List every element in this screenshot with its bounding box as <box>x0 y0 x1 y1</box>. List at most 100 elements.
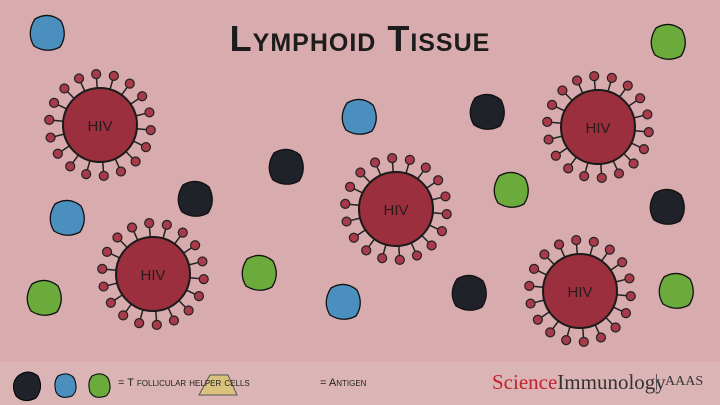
virus-spike <box>369 157 381 168</box>
legend-cells-label: = T follicular helper cells <box>118 377 250 389</box>
virus-spike <box>436 226 448 237</box>
virus-spike <box>137 91 148 102</box>
virus-spike <box>112 232 123 243</box>
hiv-virus: HIV <box>97 218 209 330</box>
legend-black-cell <box>12 371 42 402</box>
virus-spike <box>553 239 565 250</box>
virus-spike <box>145 124 156 136</box>
virus-spike <box>563 163 574 174</box>
virus-spike <box>340 198 351 210</box>
green-t-cell <box>26 279 62 316</box>
virus-spike <box>177 227 188 238</box>
page-title: Lymphoid Tissue <box>229 18 491 59</box>
virus-spike <box>65 161 76 172</box>
virus-spike <box>341 216 352 227</box>
virus-spike <box>44 114 55 126</box>
virus-spike <box>404 154 415 166</box>
virus-spike <box>105 297 116 308</box>
virus-spike <box>426 240 437 251</box>
virus-spike <box>108 70 119 82</box>
virus-spike <box>595 332 607 343</box>
virus-spike <box>542 116 553 128</box>
logo-immunology: Immunology <box>557 370 666 394</box>
hiv-label: HIV <box>87 118 112 135</box>
hiv-label: HIV <box>585 120 610 137</box>
virus-spike <box>144 218 155 229</box>
virus-spike <box>45 132 56 143</box>
virus-spike <box>588 236 599 248</box>
virus-spike <box>525 298 536 309</box>
virus-spike <box>532 314 543 325</box>
aaas-logo: AAAS <box>656 374 703 390</box>
logo-science: Science <box>492 370 558 394</box>
virus-spike <box>151 319 162 330</box>
virus-spike <box>440 191 451 202</box>
virus-spike <box>638 144 650 155</box>
hiv-label: HIV <box>140 267 165 284</box>
virus-spike <box>606 72 617 84</box>
virus-spike <box>387 153 398 164</box>
legend-antigen-shape <box>198 374 238 396</box>
virus-spike <box>624 273 635 284</box>
virus-spike <box>197 256 208 267</box>
virus-spike <box>394 254 405 265</box>
legend-antigen-label: = Antigen <box>320 377 367 389</box>
hiv-virus: HIV <box>542 71 654 183</box>
legend-icons <box>12 371 238 402</box>
virus-spike <box>140 142 152 153</box>
virus-spike <box>59 83 70 94</box>
blue-t-cell <box>49 199 85 236</box>
virus-spike <box>168 315 180 326</box>
virus-spike <box>144 107 155 118</box>
virus-spike <box>433 175 444 186</box>
virus-spike <box>361 245 372 256</box>
virus-spike <box>610 322 621 333</box>
blue-t-cell <box>341 98 377 135</box>
hiv-virus: HIV <box>44 69 156 181</box>
virus-spike <box>130 156 141 167</box>
virus-spike <box>101 246 113 257</box>
virus-spike <box>604 244 615 255</box>
virus-spike <box>355 167 366 178</box>
virus-spike <box>161 219 172 231</box>
legend-bar <box>0 362 720 405</box>
virus-spike <box>589 71 600 82</box>
black-t-cell <box>451 274 487 311</box>
virus-spike <box>571 75 583 86</box>
hiv-virus: HIV <box>340 153 452 265</box>
virus-spike <box>642 109 653 120</box>
virus-spike <box>550 150 561 161</box>
virus-spike <box>118 310 129 321</box>
virus-spike <box>377 252 388 264</box>
black-t-cell <box>649 188 685 225</box>
legend-blue-cell <box>54 373 77 398</box>
green-t-cell <box>658 272 694 309</box>
hiv-virus: HIV <box>524 235 636 347</box>
science-immunology-logo: ScienceImmunology <box>492 370 666 395</box>
virus-spike <box>613 168 625 179</box>
virus-spike <box>545 327 556 338</box>
black-t-cell <box>268 148 304 185</box>
legend-green-cell <box>88 373 111 398</box>
virus-spike <box>183 305 194 316</box>
green-t-cell <box>650 23 686 60</box>
virus-spike <box>524 280 535 292</box>
virus-spike <box>98 281 109 292</box>
virus-spike <box>557 85 568 96</box>
virus-spike <box>344 181 356 192</box>
virus-spike <box>571 235 582 246</box>
black-t-cell <box>177 180 213 217</box>
virus-spike <box>628 158 639 169</box>
virus-spike <box>561 334 572 346</box>
virus-spike <box>52 148 63 159</box>
virus-spike <box>115 166 127 177</box>
virus-spike <box>193 291 205 302</box>
virus-spike <box>91 69 102 80</box>
virus-spike <box>73 73 85 84</box>
virus-spike <box>596 172 607 183</box>
virus-spike <box>543 134 554 145</box>
virus-spike <box>579 170 590 182</box>
virus-spike <box>124 78 135 89</box>
virus-spike <box>528 263 540 274</box>
